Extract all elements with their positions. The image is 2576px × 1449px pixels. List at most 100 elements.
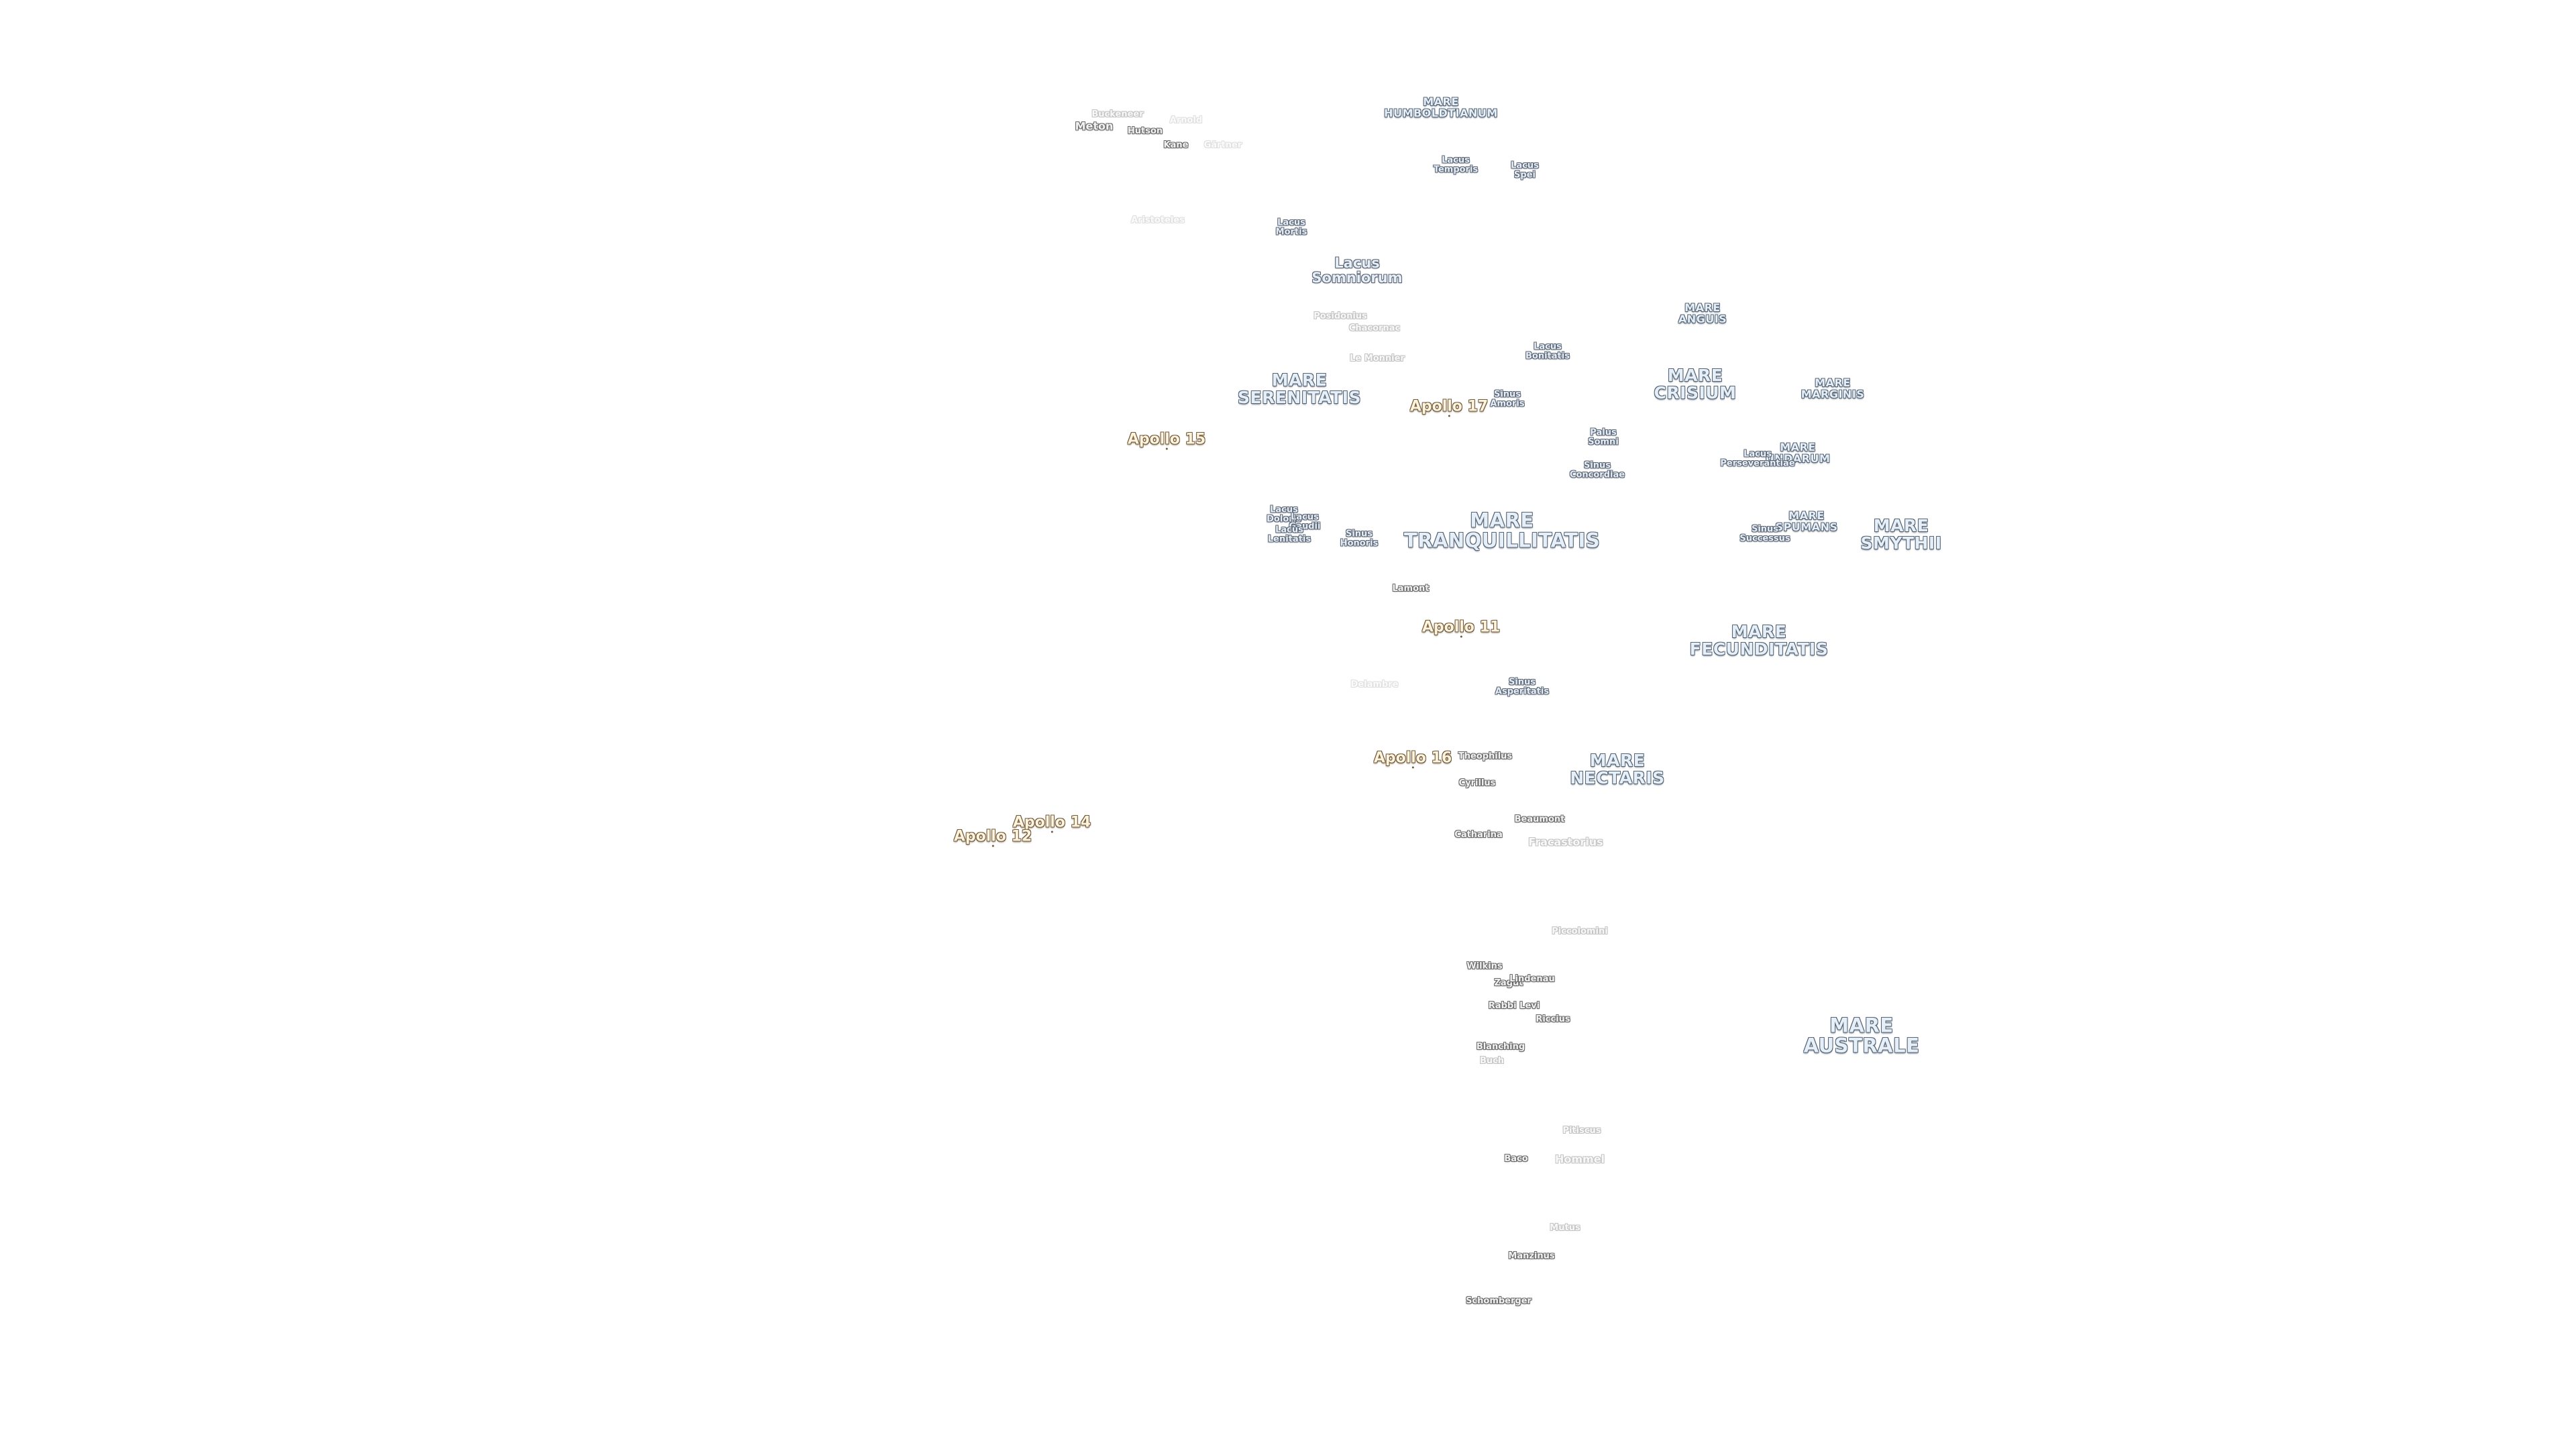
crater-manzinus-label-line: Manzinus: [1508, 1251, 1555, 1262]
crater-fracastorius-label[interactable]: Fracastorius: [1528, 837, 1603, 849]
apollo-17-label[interactable]: Apollo 17: [1410, 398, 1488, 417]
crater-aristoteles-label[interactable]: Aristoteles: [1131, 216, 1185, 225]
apollo-11-label[interactable]: Apollo 11: [1422, 619, 1500, 638]
mare-smythii-label-line: MARE: [1873, 515, 1929, 535]
crater-buckeneer-label[interactable]: Buckeneer: [1091, 110, 1143, 119]
crater-chacornac-label[interactable]: Chacornac: [1349, 324, 1400, 333]
crater-hutson-label[interactable]: Hutson: [1128, 127, 1163, 136]
landing-site-marker-icon: [1460, 635, 1462, 638]
sinus-asperitatis-label-line: Sinus: [1508, 677, 1536, 688]
apollo-15-label-line: Apollo 15: [1127, 431, 1206, 448]
palus-somni-label-line: Somni: [1588, 437, 1619, 447]
crater-rabbi-levi-label[interactable]: Rabbi Levi: [1489, 1002, 1540, 1011]
crater-buch-label[interactable]: Buch: [1480, 1057, 1504, 1066]
crater-hommel-label-line: Hommel: [1554, 1152, 1605, 1166]
crater-schomberger-label-line: Schomberger: [1466, 1296, 1532, 1307]
sinus-asperitatis-label-line: Asperitatis: [1495, 686, 1550, 696]
crater-fracastorius-label-line: Fracastorius: [1528, 835, 1603, 849]
apollo-14-label[interactable]: Apollo 14: [1013, 814, 1091, 833]
mare-nectaris-label-line: NECTARIS: [1570, 768, 1665, 788]
apollo-12-label[interactable]: Apollo 12: [954, 828, 1032, 847]
crater-riccius-label[interactable]: Riccius: [1536, 1015, 1570, 1024]
landing-site-marker-icon: [991, 845, 994, 847]
apollo-15-label[interactable]: Apollo 15: [1127, 431, 1206, 450]
lacus-gaudii-label-line: Lacus: [1291, 512, 1319, 523]
crater-zagut-label[interactable]: Zagut: [1495, 979, 1523, 988]
crater-posidonius-label[interactable]: Posidonius: [1313, 312, 1367, 321]
lacus-somniorum-label-line: Lacus: [1334, 254, 1380, 271]
lacus-perseverantiae-label-line: Perseverantiae: [1720, 458, 1795, 468]
sinus-amoris-label-line: Sinus: [1493, 389, 1521, 400]
crater-piccolomini-label[interactable]: Piccolomini: [1552, 927, 1607, 936]
landing-site-marker-icon: [1051, 830, 1053, 833]
apollo-16-label-line: Apollo 16: [1373, 749, 1452, 767]
crater-wilkins-label-line: Wilkins: [1466, 961, 1503, 972]
crater-schomberger-label[interactable]: Schomberger: [1466, 1297, 1532, 1306]
crater-cyrillus-label[interactable]: Cyrillus: [1459, 779, 1496, 788]
lacus-doloris-label-line: Lacus: [1270, 504, 1298, 515]
crater-catharina-label[interactable]: Catharina: [1454, 830, 1502, 840]
crater-rabbi-levi-label-line: Rabbi Levi: [1488, 1001, 1540, 1012]
mare-crisium-label-line: MARE: [1667, 365, 1723, 385]
crater-mutus-label[interactable]: Mutus: [1550, 1224, 1580, 1233]
apollo-16-label[interactable]: Apollo 16: [1373, 749, 1452, 769]
crater-posidonius-label-line: Posidonius: [1313, 311, 1367, 322]
crater-meton-label[interactable]: Meton: [1075, 121, 1114, 133]
palus-somni-label-line: Palus: [1590, 427, 1617, 438]
crater-arnold-label[interactable]: Arnold: [1170, 116, 1202, 125]
crater-delambre-label[interactable]: Delambre: [1351, 680, 1399, 690]
crater-gartner-label[interactable]: Gärtner: [1204, 141, 1242, 150]
crater-manzinus-label[interactable]: Manzinus: [1508, 1252, 1554, 1261]
crater-baco-label[interactable]: Baco: [1504, 1155, 1527, 1164]
crater-mutus-label-line: Mutus: [1550, 1223, 1580, 1234]
mare-marginis-label-line: MARE: [1815, 376, 1851, 390]
lacus-mortis-label-line: Mortis: [1275, 227, 1307, 237]
mare-crisium-label-line: CRISIUM: [1654, 383, 1737, 402]
crater-beaumont-label[interactable]: Beaumont: [1515, 815, 1565, 824]
crater-le-monnier-label[interactable]: Le Monnier: [1350, 354, 1405, 364]
crater-pitiscus-label[interactable]: Pitiscus: [1562, 1126, 1601, 1136]
crater-kane-label[interactable]: Kane: [1164, 141, 1189, 150]
crater-baco-label-line: Baco: [1504, 1154, 1528, 1165]
crater-hommel-label[interactable]: Hommel: [1554, 1152, 1605, 1166]
crater-chacornac-label-line: Chacornac: [1348, 323, 1401, 334]
crater-buch-label-line: Buch: [1479, 1056, 1505, 1067]
crater-wilkins-label[interactable]: Wilkins: [1466, 962, 1502, 971]
crater-lamont-label[interactable]: Lamont: [1392, 584, 1429, 594]
crater-blanching-label[interactable]: Blanching: [1477, 1042, 1525, 1052]
mare-marginis-label-line: MARGINIS: [1801, 388, 1865, 400]
crater-kane-label-line: Kane: [1163, 140, 1189, 151]
mare-smythii-label-line: SMYTHII: [1860, 533, 1942, 553]
crater-gartner-label-line: Gärtner: [1203, 140, 1242, 151]
crater-lindenau-label[interactable]: Lindenau: [1509, 975, 1554, 984]
crater-theophilus-label[interactable]: Theophilus: [1458, 752, 1512, 761]
